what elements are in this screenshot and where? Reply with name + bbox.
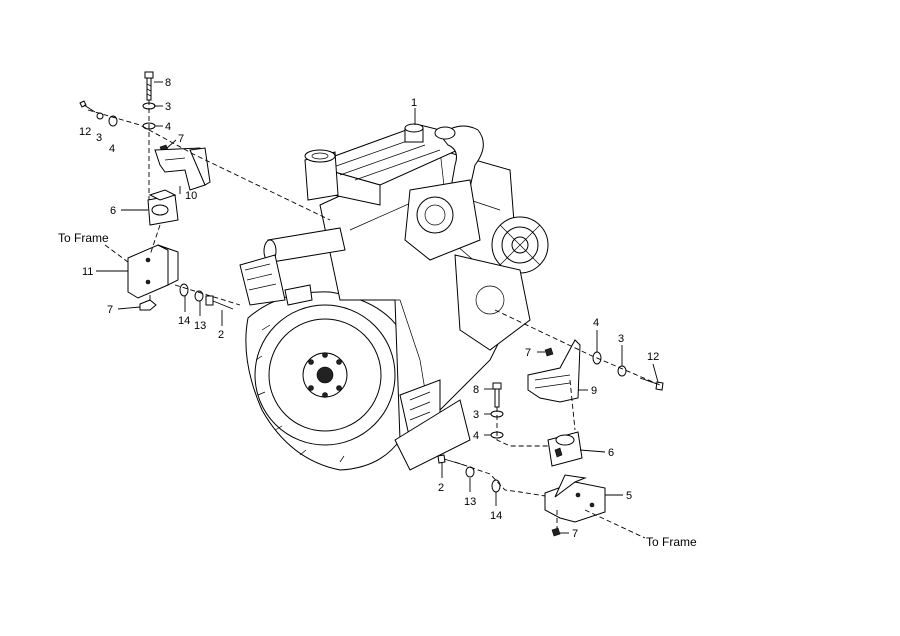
oil-pan <box>394 399 471 471</box>
left-washer-4b <box>108 115 118 127</box>
callout-4: 4 <box>165 121 171 133</box>
left-washer-14 <box>179 283 189 297</box>
callout-6: 6 <box>608 447 614 459</box>
callout-3: 3 <box>96 132 102 144</box>
callout-4: 4 <box>593 317 599 329</box>
left-washer-13 <box>194 290 204 302</box>
right-bolt-2 <box>437 454 465 466</box>
callout-4: 4 <box>109 143 115 155</box>
callout-9: 9 <box>591 385 597 397</box>
leader-lines <box>96 81 659 534</box>
callout-3: 3 <box>165 101 171 113</box>
right-nut-7b <box>551 527 561 537</box>
callout-6: 6 <box>110 205 116 217</box>
to-frame-label-right: To Frame <box>646 535 697 549</box>
right-mount-parts <box>437 339 664 537</box>
left-bolt-8 <box>144 71 154 101</box>
oil-filler <box>304 149 339 201</box>
callout-3: 3 <box>618 333 624 345</box>
left-bracket-11 <box>127 244 179 299</box>
turbocharger <box>404 179 481 261</box>
callout-7: 7 <box>178 133 184 145</box>
left-bracket-10 <box>154 147 211 191</box>
flywheel-housing <box>245 291 411 471</box>
callout-13: 13 <box>194 320 206 332</box>
right-washer-13 <box>465 466 475 478</box>
callout-2: 2 <box>438 482 444 494</box>
callout-5: 5 <box>626 490 632 502</box>
right-bolt-12 <box>639 377 664 391</box>
alternator <box>491 216 549 274</box>
callout-7: 7 <box>572 528 578 540</box>
callout-10: 10 <box>185 190 197 202</box>
front-cover <box>454 254 531 351</box>
right-washer-14 <box>491 479 501 493</box>
engine-assembly <box>239 123 549 471</box>
left-bolt-12 <box>79 100 96 113</box>
callout-14: 14 <box>178 315 190 327</box>
right-bolt-8 <box>492 382 502 408</box>
callout-7: 7 <box>525 347 531 359</box>
right-isolator-6 <box>547 431 583 467</box>
left-bracket-cluster <box>239 254 313 306</box>
callout-14: 14 <box>490 510 502 522</box>
to-frame-label-left: To Frame <box>58 231 109 245</box>
right-bracket-9 <box>527 339 581 403</box>
callout-labels: 1 8 3 4 12 3 4 7 10 6 11 7 14 13 2 4 3 1… <box>79 77 659 540</box>
callout-11: 11 <box>82 266 93 278</box>
callout-12: 12 <box>79 126 91 138</box>
left-isolator-6 <box>147 189 179 226</box>
callout-7: 7 <box>107 304 113 316</box>
left-mount-parts <box>79 71 234 311</box>
assembly-lines <box>87 100 661 539</box>
callout-8: 8 <box>165 77 171 89</box>
callout-12: 12 <box>647 351 659 363</box>
left-nut-7b <box>139 299 157 311</box>
right-bracket-5 <box>544 474 606 523</box>
left-bolt-2 <box>205 295 234 310</box>
callout-8: 8 <box>473 384 479 396</box>
callout-4: 4 <box>473 430 479 442</box>
callout-3: 3 <box>473 409 479 421</box>
callout-13: 13 <box>464 496 476 508</box>
callout-2: 2 <box>218 329 224 341</box>
right-nut-7 <box>544 347 554 357</box>
callout-1: 1 <box>411 97 417 109</box>
